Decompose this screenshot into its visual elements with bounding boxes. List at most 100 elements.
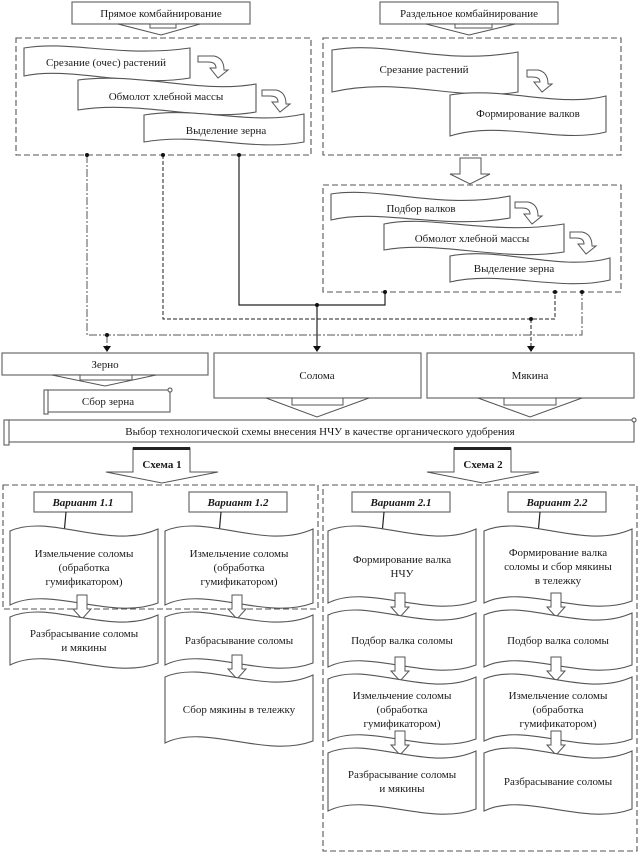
variant-label: Вариант 1.2 (206, 497, 269, 509)
step-text: Подбор валка соломы (351, 635, 453, 647)
step-text: НЧУ (391, 568, 414, 580)
step-text: Измельчение соломы (35, 548, 134, 560)
separate-step-1: Срезание растений (331, 47, 519, 95)
process-step: Измельчение соломы(обработкагумификаторо… (327, 673, 477, 745)
grain-box: Зерно (1, 352, 209, 387)
process-step: Разбрасывание соломы и мякины (327, 747, 477, 815)
step-text: Формирование валка (353, 554, 451, 566)
down-arrow-icon (449, 157, 491, 185)
svg-text:Срезание (очес) растений: Срезание (очес) растений (46, 57, 166, 69)
variant-label-box (33, 491, 133, 513)
separate-combining-title: Раздельное комбайнирование (400, 8, 538, 20)
step-text: в тележку (535, 575, 582, 587)
svg-text:Выделение зерна: Выделение зерна (186, 125, 267, 137)
svg-text:Сбор зерна: Сбор зерна (82, 396, 134, 408)
down-arrow-icon (389, 730, 411, 756)
separate-step-4: Обмолот хлебной массы (383, 220, 565, 256)
step-text: (обработка (59, 562, 110, 574)
step-text: гумификатором) (519, 718, 596, 730)
down-arrow-icon (545, 592, 567, 618)
step-text: и мякины (379, 783, 425, 795)
arrow-down-icon (103, 346, 111, 352)
separate-step-5: Выделение зерна (449, 253, 611, 285)
step-text: Разбрасывание соломы (30, 628, 139, 640)
process-step: Измельчение соломы(обработкагумификаторо… (483, 673, 633, 745)
process-step: Разбрасывание соломы (164, 611, 314, 669)
step-text: и мякины (61, 642, 107, 654)
svg-text:Формирование валков: Формирование валков (476, 108, 580, 120)
step-text: (обработка (214, 562, 265, 574)
down-arrow-icon (51, 374, 157, 387)
connector-lines (85, 153, 584, 352)
scheme-1-arrow: Схема 1 (105, 447, 219, 484)
process-step: Сбор мякины в тележку (164, 671, 314, 747)
step-text: гумификатором) (363, 718, 440, 730)
direct-combining-box (71, 1, 251, 25)
step-shape (483, 525, 633, 607)
process-step: Разбрасывание соломы и мякины (9, 611, 159, 669)
step-shape (483, 673, 633, 745)
down-arrow-icon (389, 592, 411, 618)
scheme-2-arrow: Схема 2 (426, 447, 540, 484)
scheme-choice-scroll: Выбор технологической схемы внесения НЧУ… (3, 417, 637, 446)
process-step: Разбрасывание соломы (483, 747, 633, 815)
down-arrow-icon (389, 656, 411, 682)
straw-box: Солома (213, 352, 422, 418)
svg-text:Срезание растений: Срезание растений (379, 64, 468, 76)
direct-step-1: Срезание (очес) растений (23, 45, 191, 82)
grain-collection-scroll: Сбор зерна (43, 387, 173, 415)
step-shape (327, 747, 477, 815)
curved-arrow-icon (261, 89, 292, 113)
step-shape (164, 611, 314, 669)
step-text: Разбрасывание соломы (348, 769, 457, 781)
variant-label-box (507, 491, 607, 513)
process-step: Измельчение соломы (обработка гумификаторо… (9, 525, 159, 609)
step-shape (327, 525, 477, 607)
separate-combining-group (322, 37, 622, 156)
variant-label-box (188, 491, 288, 513)
down-arrow-icon (226, 654, 248, 680)
step-text: Сбор мякины в тележку (183, 704, 296, 716)
curved-arrow-icon (569, 231, 598, 255)
svg-text:Выделение зерна: Выделение зерна (474, 263, 555, 275)
step-shape (9, 525, 159, 609)
svg-text:Схема 2: Схема 2 (463, 459, 503, 471)
step-shape (164, 525, 314, 609)
step-shape (483, 609, 633, 671)
down-arrow-icon (545, 730, 567, 756)
curved-arrow-icon (514, 201, 544, 225)
down-arrow-icon (117, 23, 201, 36)
down-arrow-icon (425, 23, 516, 36)
svg-text:Подбор валков: Подбор валков (386, 203, 455, 215)
arrow-down-icon (313, 346, 321, 352)
step-text: Формирование валка (509, 547, 607, 559)
step-text: Измельчение соломы (509, 690, 608, 702)
step-shape (327, 673, 477, 745)
process-step: Измельчение соломы(обработкагумификаторо… (164, 525, 314, 609)
svg-text:Обмолот хлебной массы: Обмолот хлебной массы (109, 91, 224, 103)
step-text: Подбор валка соломы (507, 635, 609, 647)
down-arrow-icon (226, 594, 248, 620)
down-arrow-icon (71, 594, 93, 620)
down-arrow-icon (545, 656, 567, 682)
step-text: Измельчение соломы (353, 690, 452, 702)
step-text: Разбрасывание соломы (504, 776, 613, 788)
separate-combining-header: Раздельное комбайнирование (379, 1, 559, 36)
step-text: гумификатором) (45, 576, 122, 588)
scheme-2-group (322, 484, 638, 852)
step-text: гумификатором) (200, 576, 277, 588)
arrow-down-icon (527, 346, 535, 352)
variant-label: Вариант 2.1 (369, 497, 431, 509)
svg-text:Обмолот хлебной массы: Обмолот хлебной массы (415, 233, 530, 245)
svg-text:Выбор технологической схемы в: Выбор технологической схемы внесения НЧУ… (125, 426, 514, 438)
variant-label: Вариант 1.1 (51, 497, 113, 509)
svg-text:Солома: Солома (299, 370, 334, 382)
down-arrow-icon (265, 397, 370, 418)
